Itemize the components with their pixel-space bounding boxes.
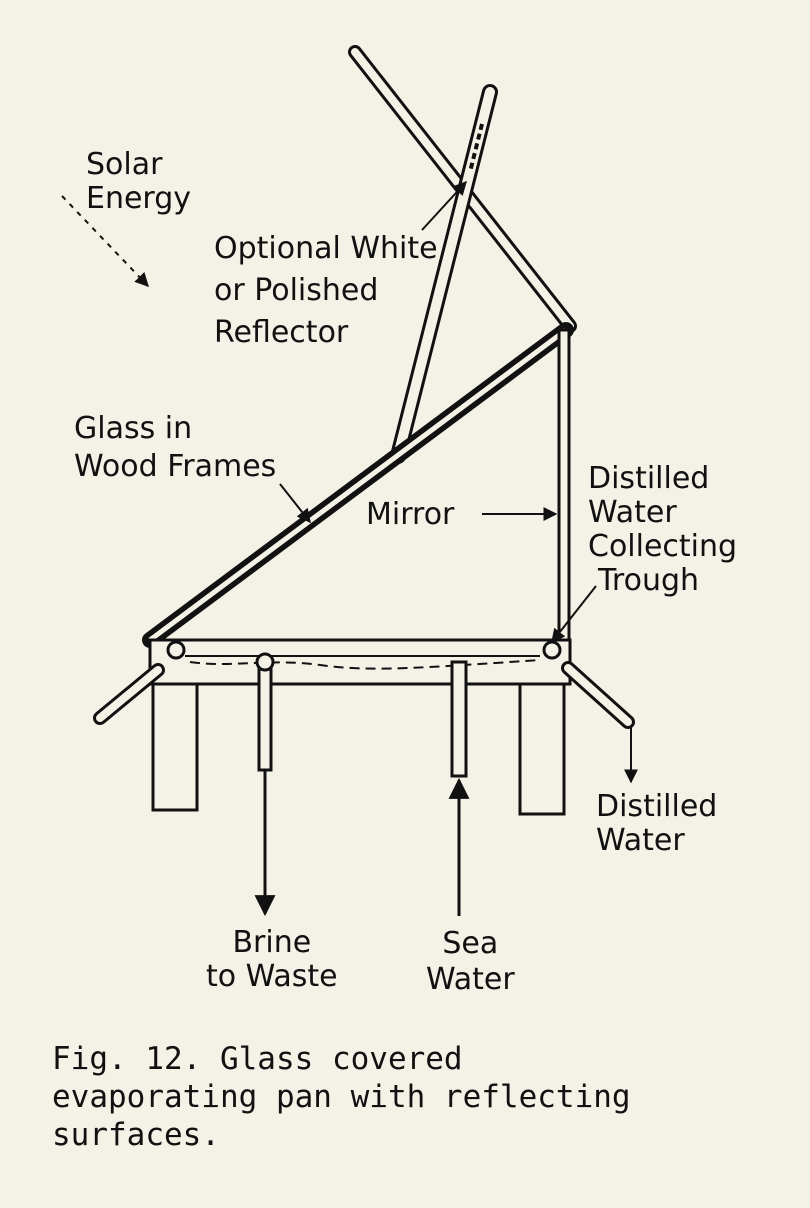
- glass-label: Glass in Wood Frames: [74, 411, 277, 484]
- reflector-label: Optional White or Polished Reflector: [214, 231, 438, 350]
- brine-label: Brine to Waste: [206, 925, 338, 994]
- mirror-label: Mirror: [366, 497, 455, 532]
- sea-water-label: Sea Water: [426, 926, 515, 997]
- evaporating-pan: [148, 638, 572, 686]
- distilled-water-label: Distilled Water: [596, 789, 718, 858]
- caption-line: surfaces.: [52, 1117, 220, 1153]
- caption-line: Fig. 12. Glass covered: [52, 1041, 463, 1077]
- sea-water-pipe: [450, 660, 468, 778]
- glass-leader: [279, 483, 311, 524]
- reflector-panel: [390, 84, 498, 464]
- left-brace: [93, 663, 165, 725]
- figure-caption: Fig. 12. Glass covered evaporating pan w…: [52, 1040, 631, 1154]
- glass-cover: [142, 322, 574, 648]
- solar-ray: [61, 195, 149, 288]
- caption-line: evaporating pan with reflecting: [52, 1079, 631, 1115]
- brine-pipe: [255, 652, 275, 772]
- mirror-panel: [557, 328, 571, 648]
- left-leg: [151, 682, 199, 812]
- trough-leader: [551, 585, 597, 644]
- trough-label: Distilled Water Collecting Trough: [588, 461, 738, 598]
- reflector-leader: [421, 180, 467, 231]
- distilled-water-pipe: [561, 661, 635, 729]
- solar-energy-label: Solar Energy: [86, 147, 192, 216]
- right-leg: [518, 682, 566, 816]
